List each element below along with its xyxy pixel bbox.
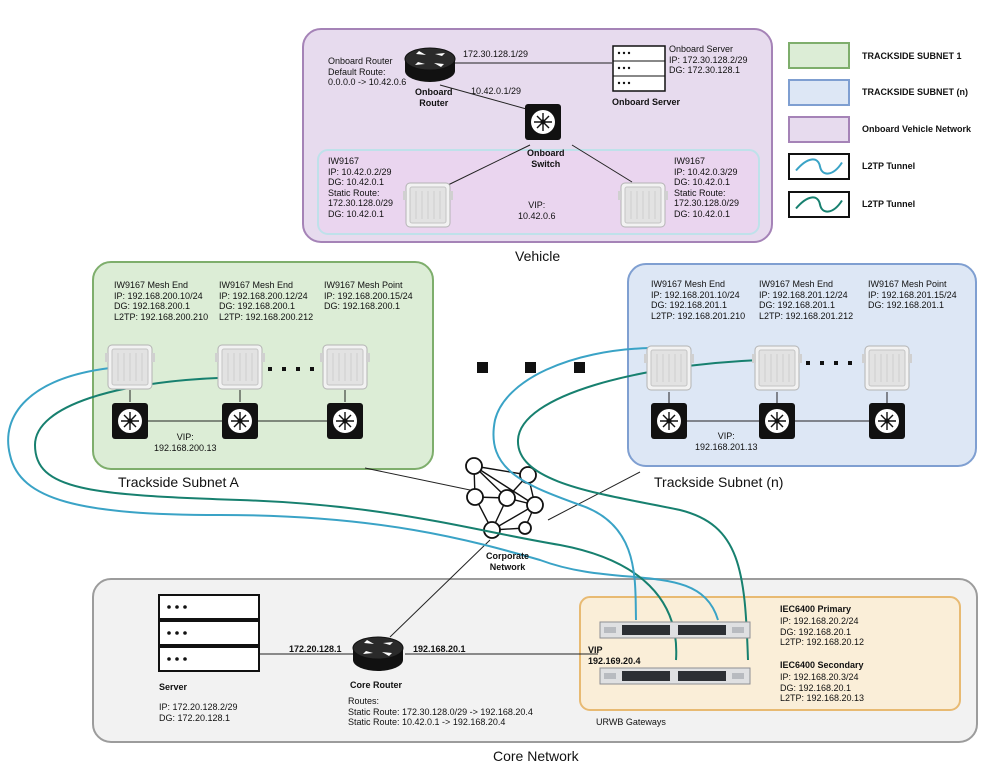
vehicle-ap-left-icon (402, 182, 454, 228)
subnet-a-ap2-info: IW9167 Mesh End IP: 192.168.200.12/24 DG… (219, 280, 314, 322)
legend-swatch-3 (788, 116, 850, 143)
legend-label-2: TRACKSIDE SUBNET (n) (862, 87, 968, 97)
subnet-a-switch2-icon (221, 402, 259, 440)
router-server-link-label: 172.30.128.1/29 (463, 49, 529, 59)
gateway-vip: VIP 192.169.20.4 (588, 645, 641, 666)
onboard-router-icon (404, 47, 456, 83)
legend-swatch-2 (788, 79, 850, 106)
between-subnets-ellipsis (477, 362, 585, 373)
gateway-primary-info: IP: 192.168.20.2/24 DG: 192.168.20.1 L2T… (780, 616, 865, 647)
router-switch-link-label: 10.42.0.1/29 (471, 86, 522, 96)
onboard-server-label: Onboard Server (612, 97, 681, 107)
vehicle-ap-right-info: IW9167 IP: 10.42.0.3/29 DG: 10.42.0.1 St… (674, 156, 740, 219)
subnet-n-title: Trackside Subnet (n) (654, 474, 784, 490)
subnet-n-ap1-icon (643, 345, 695, 391)
vehicle-title: Vehicle (515, 248, 561, 264)
core-server-icon (158, 594, 260, 672)
onboard-switch-label: Onboard Switch (527, 148, 565, 169)
subnet-n-ellipsis (806, 361, 852, 365)
subnet-a-ap3-info: IW9167 Mesh Point IP: 192.168.200.15/24 … (324, 280, 413, 311)
legend-label-5: L2TP Tunnel (862, 199, 916, 209)
onboard-switch-icon (524, 103, 562, 141)
subnet-a-ap1-icon (104, 344, 156, 390)
legend-tunnel-icon-4 (795, 158, 843, 175)
subnet-n-switch3-icon (868, 402, 906, 440)
gateway-primary-title: IEC6400 Primary (780, 604, 852, 614)
subnet-n-ap3-info: IW9167 Mesh Point IP: 192.168.201.15/24 … (868, 279, 957, 310)
vehicle-ap-right-icon (617, 182, 669, 228)
l2tp-tunnel-n1 (492, 347, 651, 621)
l2tp-tunnel-a2 (33, 377, 678, 661)
legend-label-3: Onboard Vehicle Network (862, 124, 972, 134)
onboard-server-info: Onboard Server IP: 172.30.128.2/29 DG: 1… (669, 44, 748, 75)
onboard-server-icon (612, 45, 666, 92)
gateway-secondary-icon (599, 667, 751, 685)
subnet-a-ap2-icon (214, 344, 266, 390)
gateway-secondary-info: IP: 192.168.20.3/24 DG: 192.168.20.1 L2T… (780, 672, 865, 703)
legend-swatch-1 (788, 42, 850, 69)
corporate-network-label: Corporate Network (486, 551, 530, 572)
subnet-a-ap1-info: IW9167 Mesh End IP: 192.168.200.10/24 DG… (114, 280, 209, 322)
subnet-n-switch2-icon (758, 402, 796, 440)
core-router-routes: Routes: Static Route: 172.30.128.0/29 ->… (348, 696, 533, 727)
legend-label-4: L2TP Tunnel (862, 161, 916, 171)
l2tp-tunnel-a1 (7, 367, 719, 621)
server-router-link-label: 172.20.128.1 (289, 644, 342, 654)
corporate-network-icon (465, 457, 544, 539)
onboard-router-info: Onboard Router Default Route: 0.0.0.0 ->… (328, 56, 407, 87)
l2tp-tunnel-n2 (516, 359, 761, 661)
core-router-icon (352, 636, 404, 672)
vehicle-ap-left-info: IW9167 IP: 10.42.0.2/29 DG: 10.42.0.1 St… (328, 156, 394, 219)
onboard-router-label: Onboard Router (415, 87, 453, 108)
subnet-a-switch3-icon (326, 402, 364, 440)
subnet-a-title: Trackside Subnet A (118, 474, 239, 490)
subnet-a-ellipsis (268, 367, 314, 371)
legend-label-1: TRACKSIDE SUBNET 1 (862, 51, 962, 61)
subnet-n-vip: VIP: 192.168.201.13 (695, 431, 758, 452)
subnet-a-switch1-icon (111, 402, 149, 440)
gateway-secondary-title: IEC6400 Secondary (780, 660, 864, 670)
subnet-n-ap1-info: IW9167 Mesh End IP: 192.168.201.10/24 DG… (651, 279, 746, 321)
vehicle-vip: VIP: 10.42.0.6 (518, 200, 556, 221)
subnet-a-ap3-icon (319, 344, 371, 390)
gateways-label: URWB Gateways (596, 717, 666, 727)
subnet-a-vip: VIP: 192.168.200.13 (154, 432, 217, 453)
subnet-n-switch1-icon (650, 402, 688, 440)
subnet-n-ap3-icon (861, 345, 913, 391)
legend-tunnel-icon-5 (795, 196, 843, 213)
subnet-n-ap2-icon (751, 345, 803, 391)
gateway-primary-icon (599, 621, 751, 639)
core-server-info: IP: 172.20.128.2/29 DG: 172.20.128.1 (159, 702, 238, 723)
router-gateway-link-label: 192.168.20.1 (413, 644, 466, 654)
core-server-label: Server (159, 682, 188, 692)
core-network-title: Core Network (493, 748, 579, 764)
subnet-n-ap2-info: IW9167 Mesh End IP: 192.168.201.12/24 DG… (759, 279, 854, 321)
core-router-label: Core Router (350, 680, 403, 690)
